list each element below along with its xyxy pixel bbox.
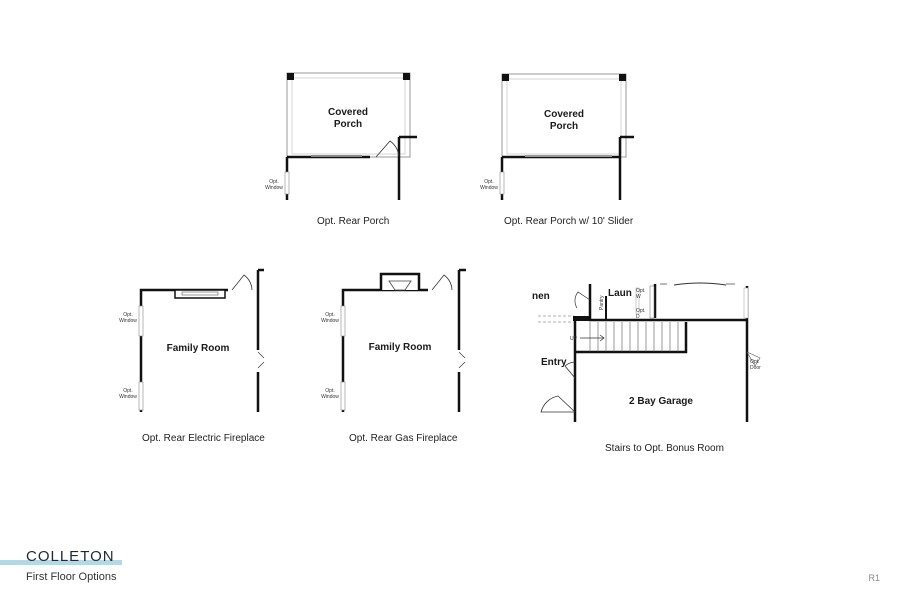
plan-gas-fireplace: Family Room Opt. Window Opt. Window	[321, 268, 466, 412]
wall-fragment	[673, 282, 727, 286]
room-label: Family Room	[167, 343, 230, 354]
opt-w-label-line: W	[636, 294, 641, 300]
plan-bonus-stairs: nen Laun Pantry Opt. W Opt. D UP Entry 2…	[532, 282, 761, 422]
window-label-line: Opt.	[123, 388, 132, 394]
porch-post	[287, 73, 294, 80]
porch-inner-outline	[291, 77, 406, 155]
entry-label: Entry	[541, 357, 567, 368]
door-swing	[375, 140, 400, 158]
opt-door-label-line: Door	[750, 365, 761, 371]
fireplace-insert	[181, 291, 219, 296]
door-swing	[257, 351, 265, 369]
house-wall	[502, 135, 634, 200]
house-wall	[573, 284, 749, 422]
opt-window	[340, 305, 346, 337]
brand-text: COLLETON	[26, 548, 115, 565]
opt-w-label-line: Opt.	[636, 288, 645, 294]
opt-window	[138, 305, 144, 337]
opt-door-swing	[746, 351, 761, 367]
caption-electric-fireplace: Opt. Rear Electric Fireplace	[142, 433, 265, 444]
room-label-line: Porch	[334, 119, 362, 130]
fireplace-firebox	[388, 280, 412, 291]
porch-post	[403, 73, 410, 80]
page-subtitle: First Floor Options	[26, 571, 117, 583]
laundry-label: Laun	[608, 288, 632, 299]
landing-ledge	[573, 316, 589, 321]
door-swing	[574, 291, 591, 309]
caption-rear-porch: Opt. Rear Porch	[317, 216, 390, 227]
kitchen-partial-label: nen	[532, 291, 550, 302]
window-label-line: Window	[119, 318, 137, 324]
room-label-line: Porch	[550, 121, 578, 132]
door-swing	[564, 361, 576, 379]
plan-rear-porch-slider: Covered Porch Opt. Window	[480, 73, 634, 200]
room-label: Family Room	[369, 342, 432, 353]
laundry-closet	[649, 285, 655, 319]
opt-d-label-line: Opt.	[636, 308, 645, 314]
opt-window	[138, 381, 144, 411]
house-wall	[287, 135, 417, 200]
caption-rear-porch-slider: Opt. Rear Porch w/ 10' Slider	[504, 216, 634, 227]
opt-d-label-line: D	[636, 314, 640, 320]
side-window	[743, 287, 749, 319]
caption-gas-fireplace: Opt. Rear Gas Fireplace	[349, 433, 458, 444]
caption-bonus-stairs: Stairs to Opt. Bonus Room	[605, 443, 724, 454]
up-label: UP	[570, 336, 578, 342]
window-label-line: Window	[321, 394, 339, 400]
door-swing	[231, 274, 253, 291]
hall-opening	[538, 315, 574, 323]
opt-window	[340, 381, 346, 411]
room-label-line: Covered	[544, 109, 584, 120]
electric-fireplace	[174, 289, 226, 299]
plan-electric-fireplace: Family Room Opt. Window Opt. Window	[119, 268, 265, 412]
window-label-line: Opt.	[325, 312, 334, 318]
door-swing	[458, 351, 466, 369]
room-label-line: Covered	[328, 107, 368, 118]
stair-treads	[589, 322, 679, 352]
door-swing	[431, 274, 453, 291]
window-label-line: Opt.	[123, 312, 132, 318]
porch-inner-outline	[506, 78, 622, 155]
laundry-opt-marker	[635, 287, 640, 315]
window-label-line: Opt.	[325, 388, 334, 394]
porch-post	[502, 74, 509, 81]
brand-name: COLLETON	[0, 548, 122, 565]
pantry-label: Pantry	[599, 295, 605, 310]
opt-window	[499, 171, 505, 195]
title-block: COLLETON First Floor Options	[0, 548, 122, 583]
window-label-line: Opt.	[269, 179, 278, 185]
window-label-line: Opt.	[484, 179, 493, 185]
porch-post	[619, 74, 626, 81]
page-number: R1	[868, 573, 880, 583]
garage-label: 2 Bay Garage	[629, 396, 693, 407]
door-swing	[540, 395, 576, 413]
plan-rear-porch: Covered Porch Opt. Window	[265, 72, 417, 200]
window-label-line: Window	[321, 318, 339, 324]
up-arrow	[580, 334, 605, 342]
opt-window	[284, 171, 290, 195]
window-label-line: Window	[119, 394, 137, 400]
window-label-line: Window	[480, 185, 498, 191]
window-label-line: Window	[265, 185, 283, 191]
opt-door-label-line: Opt.	[750, 359, 759, 365]
house-wall	[341, 270, 461, 412]
